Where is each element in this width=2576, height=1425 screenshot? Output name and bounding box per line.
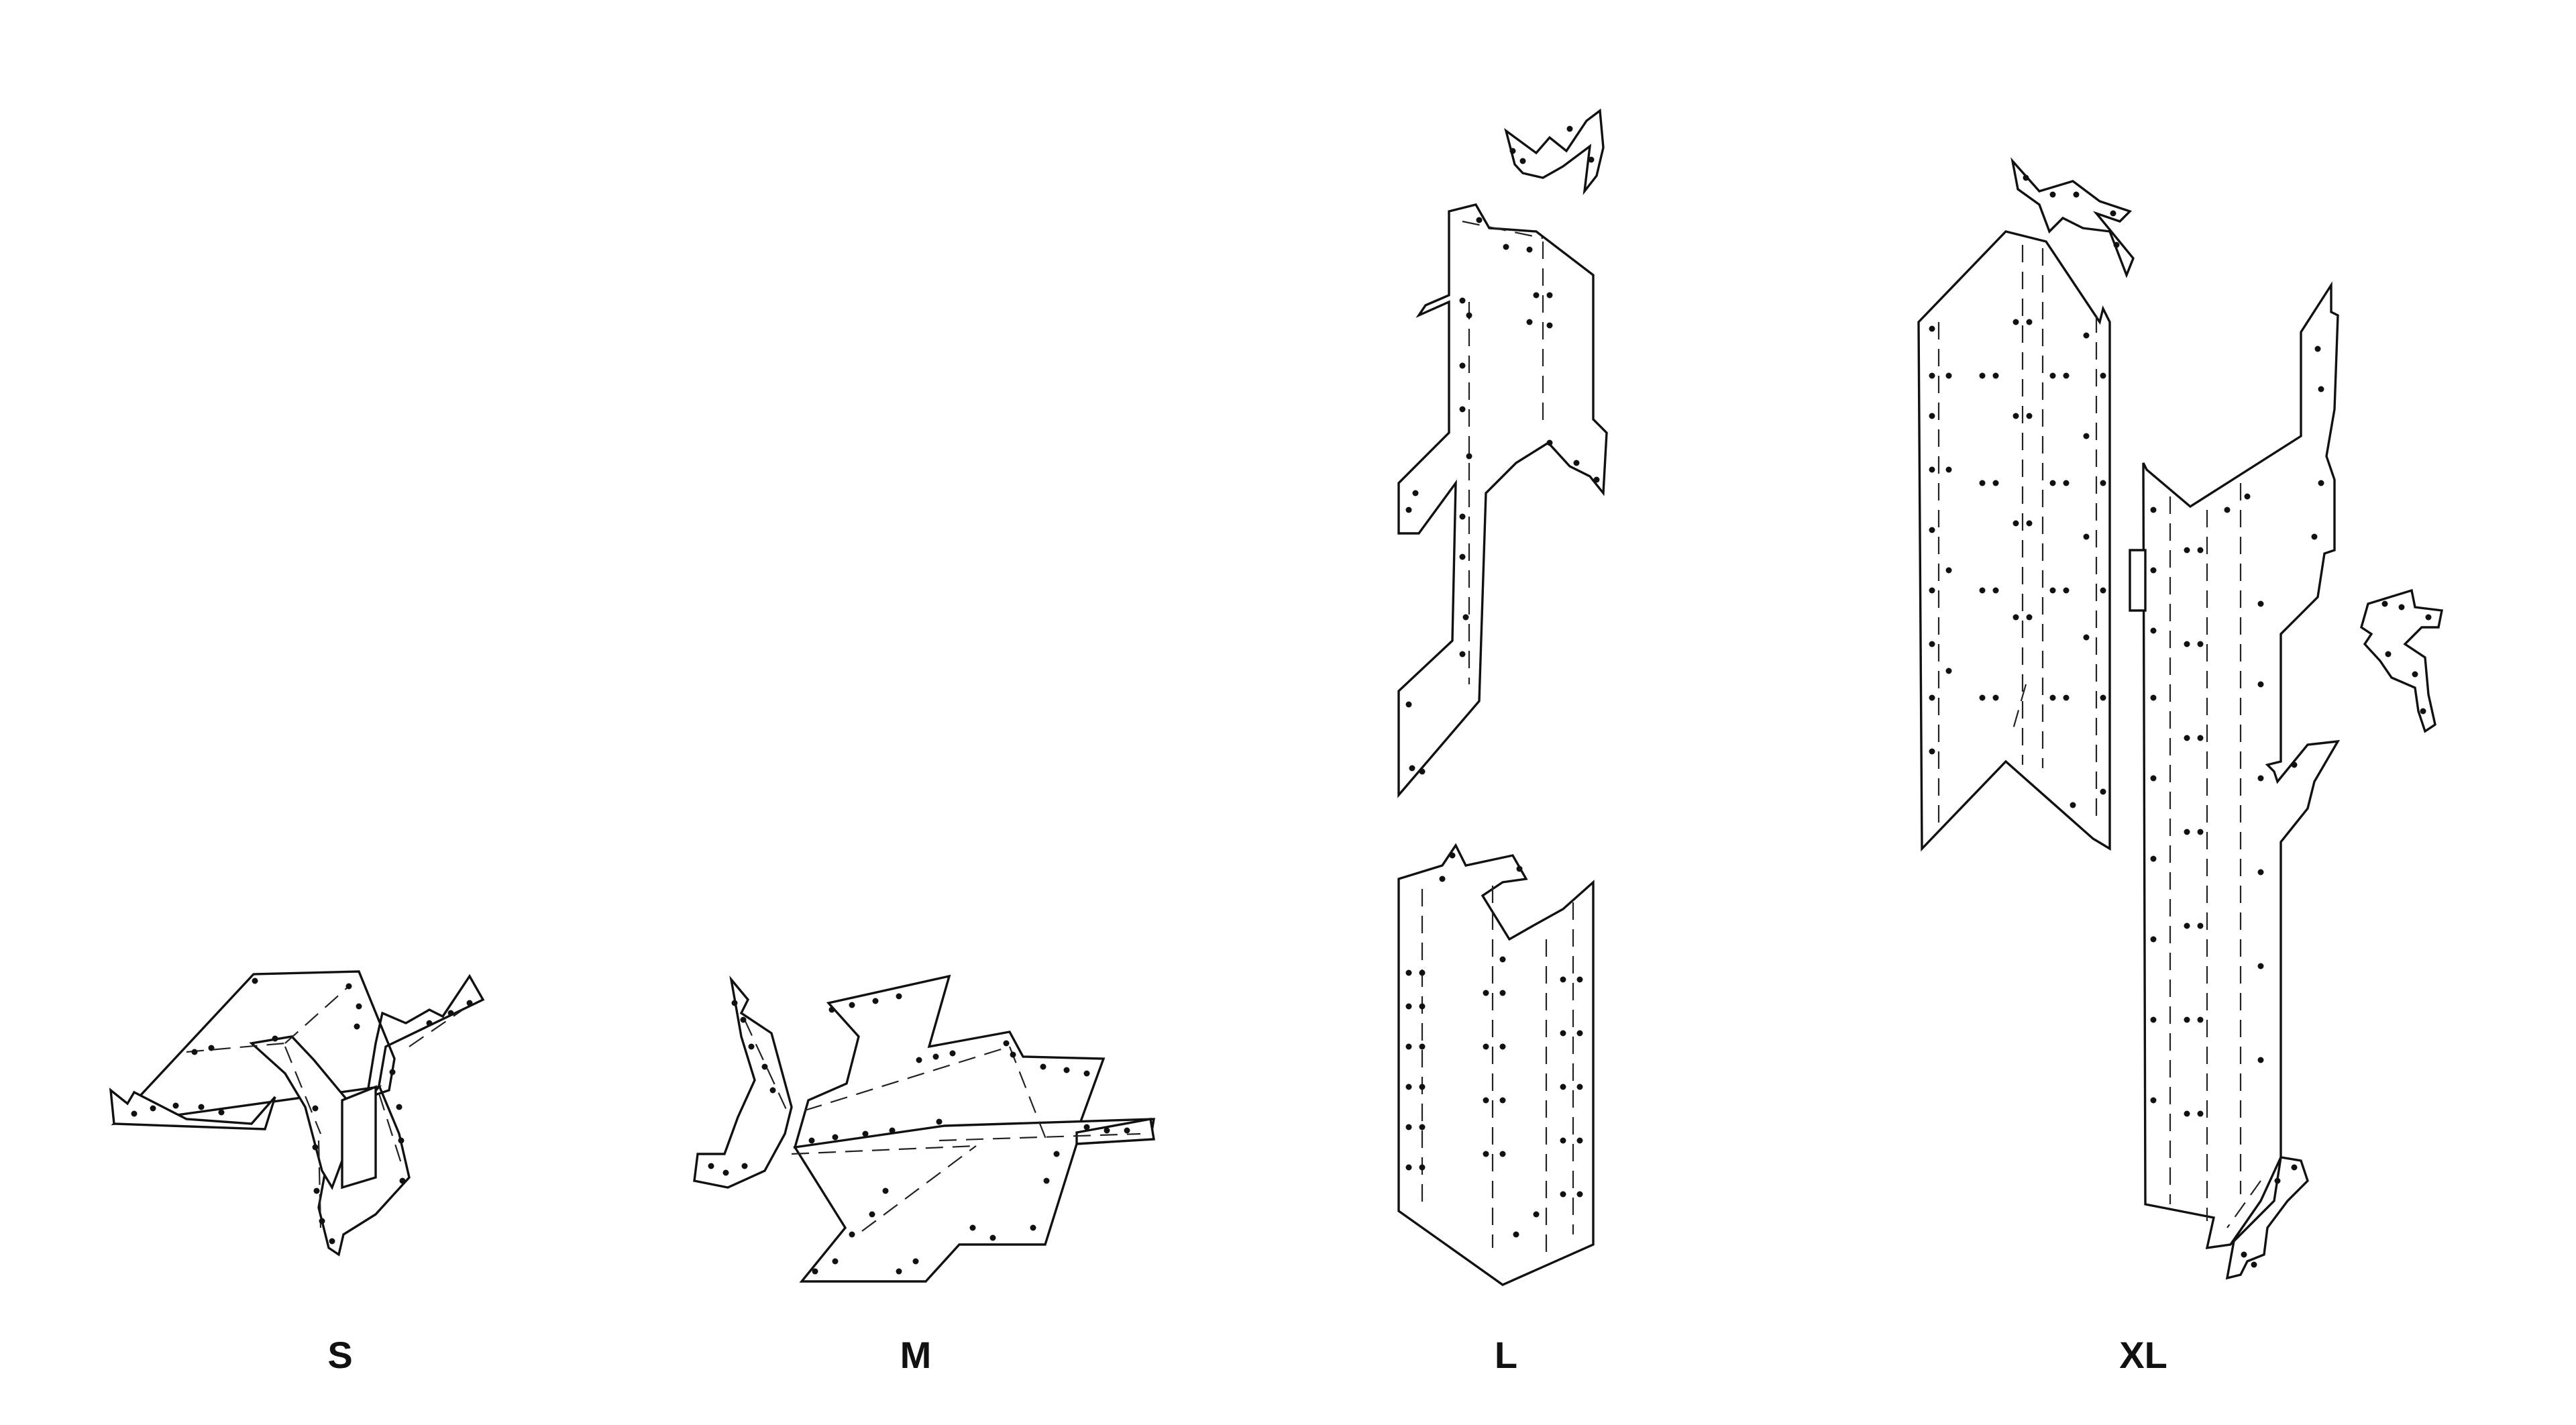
label-l: L: [1494, 1334, 1518, 1376]
m-panel-rightwing: [1075, 1118, 1155, 1145]
label-s: S: [327, 1334, 353, 1376]
s-holes: [131, 978, 473, 1245]
label-xl: XL: [2119, 1334, 2167, 1376]
l-bracket-top: [1504, 108, 1605, 195]
s-panel-arm: [249, 1035, 352, 1190]
m-panel-bottom: [793, 1118, 1156, 1283]
s-panel-left: [109, 1088, 276, 1130]
label-m: M: [900, 1334, 932, 1376]
l-fold-lines: [1421, 220, 1574, 1261]
l-column-lower: [1397, 843, 1595, 1286]
m-fold-lines: [744, 1019, 1141, 1232]
module-s-drawing: [109, 970, 485, 1257]
module-m-drawing: [693, 974, 1156, 1283]
s-window: [341, 1085, 377, 1190]
xl-fold-lines: [1937, 245, 2261, 1228]
l-column-upper: [1397, 203, 1608, 798]
xl-column-left: [1917, 230, 2111, 852]
m-panel-leftwing: [693, 975, 793, 1189]
module-xl-drawing: [1917, 157, 2444, 1280]
s-fold-lines: [186, 986, 464, 1228]
module-l-drawing: [1397, 108, 1608, 1286]
xl-bracket-side: [2360, 588, 2444, 733]
m-panel-top: [793, 974, 1106, 1149]
xl-right-tab: [2129, 549, 2147, 612]
xl-bottom-bracket: [2225, 1156, 2309, 1280]
m-holes: [708, 993, 1130, 1275]
l-holes: [1405, 125, 1600, 1238]
xl-bracket-top: [2010, 157, 2135, 278]
xl-holes: [1929, 174, 2432, 1268]
